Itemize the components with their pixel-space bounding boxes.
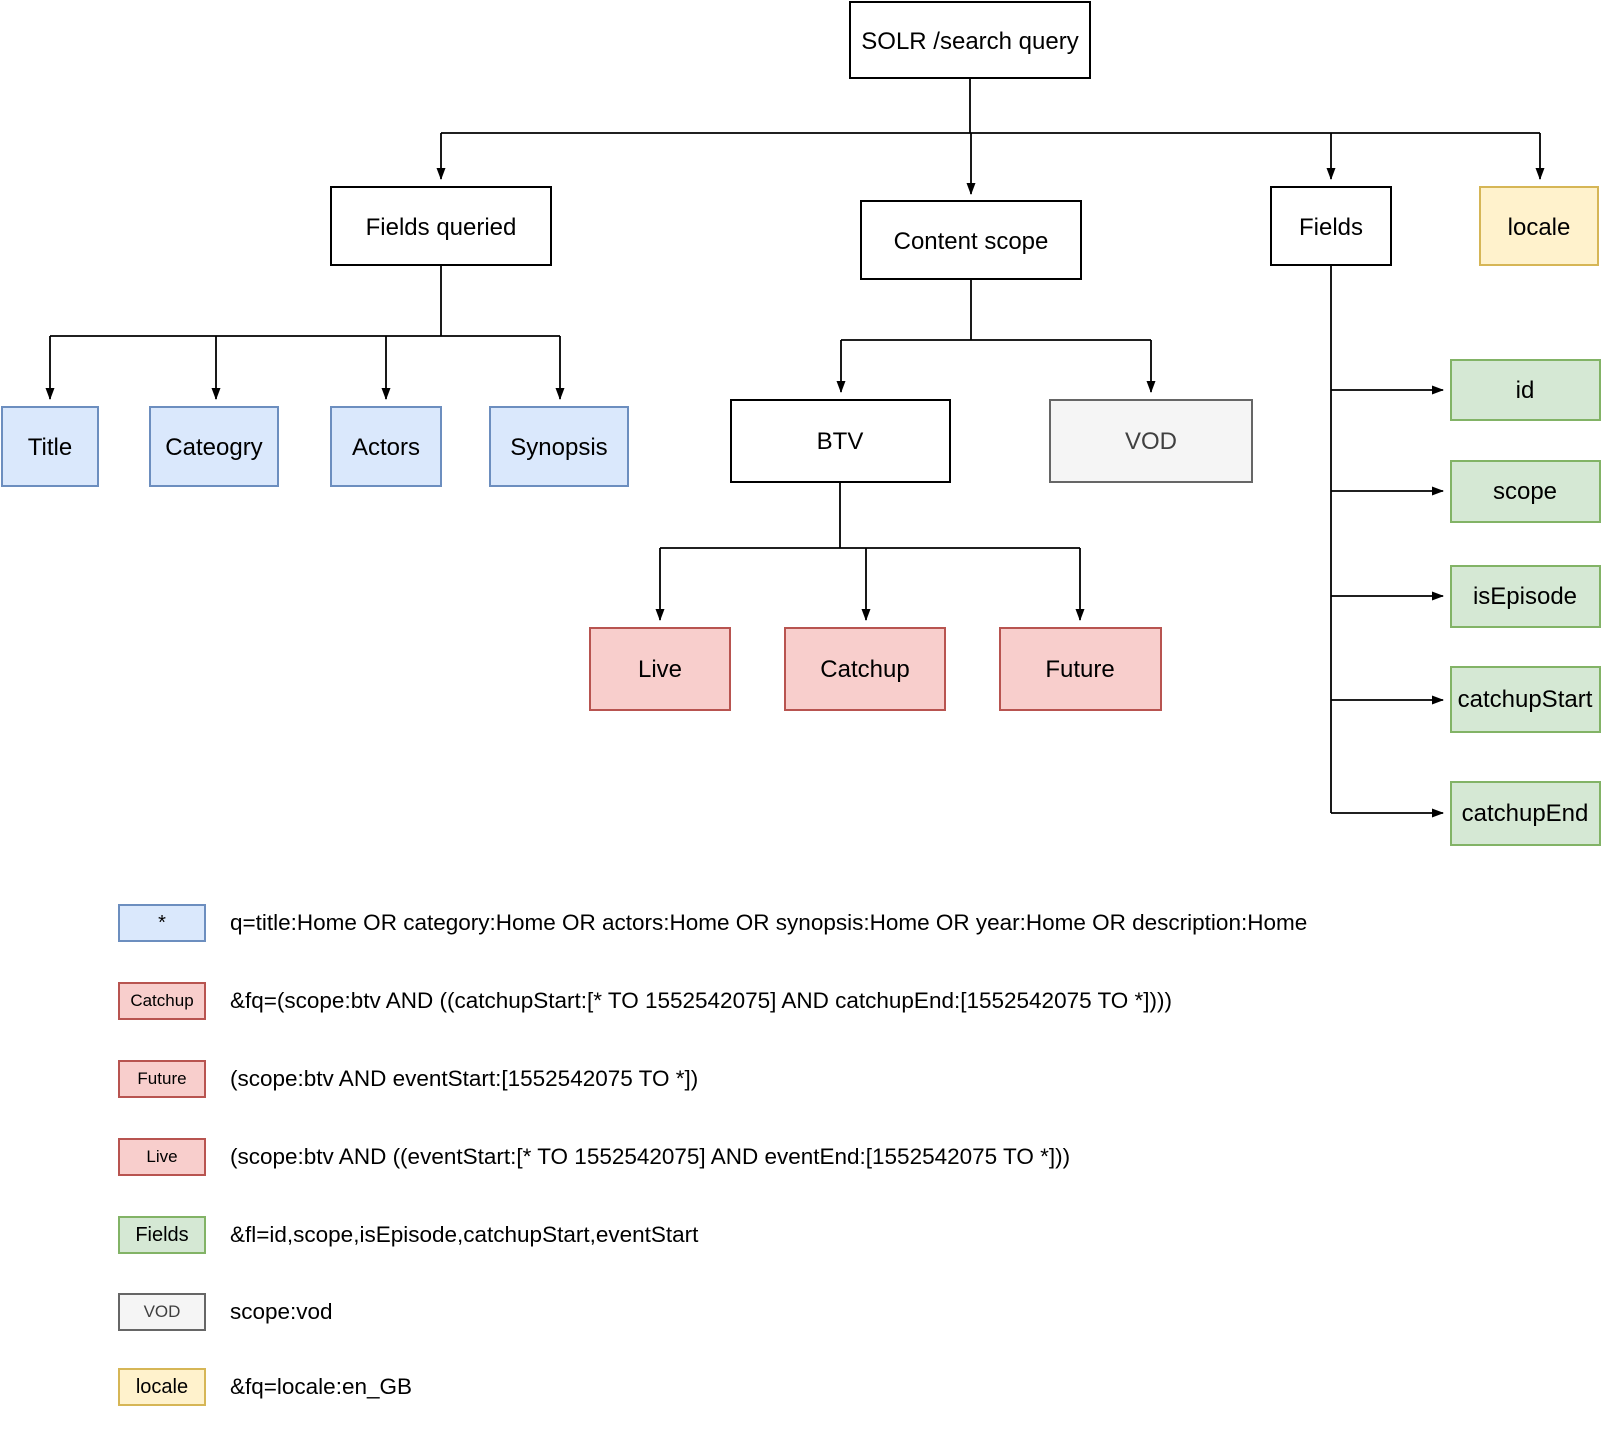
- legend-text-wildcard: q=title:Home OR category:Home OR actors:…: [230, 910, 1308, 935]
- legend-swatch-fields: Fields: [118, 1216, 206, 1254]
- legend-text-live: (scope:btv AND ((eventStart:[* TO 155254…: [230, 1144, 1071, 1169]
- node-root: SOLR /search query: [849, 1, 1091, 79]
- node-actors-label: Actors: [352, 434, 420, 461]
- legend-text-catchup: &fq=(scope:btv AND ((catchupStart:[* TO …: [230, 988, 1173, 1013]
- legend-text-future: (scope:btv AND eventStart:[1552542075 TO…: [230, 1066, 699, 1091]
- node-title-label: Title: [28, 434, 72, 461]
- node-isepisode: isEpisode: [1450, 565, 1601, 628]
- legend-row-locale: locale &fq=locale:en_GB: [118, 1367, 412, 1407]
- node-synopsis-label: Synopsis: [510, 434, 607, 461]
- node-fields-queried-label: Fields queried: [366, 214, 517, 241]
- legend-text-vod: scope:vod: [230, 1299, 333, 1324]
- node-vod: VOD: [1049, 399, 1253, 483]
- legend-swatch-future: Future: [118, 1060, 206, 1098]
- node-btv: BTV: [730, 399, 951, 483]
- node-catchupstart-label: catchupStart: [1458, 686, 1593, 713]
- legend-text-fields: &fl=id,scope,isEpisode,catchupStart,even…: [230, 1222, 699, 1247]
- node-catchupend-label: catchupEnd: [1462, 800, 1589, 827]
- legend-swatch-vod: VOD: [118, 1293, 206, 1331]
- node-scope: scope: [1450, 460, 1601, 523]
- legend-swatch-locale: locale: [118, 1368, 206, 1406]
- legend-row-live: Live (scope:btv AND ((eventStart:[* TO 1…: [118, 1137, 1070, 1177]
- node-catchup: Catchup: [784, 627, 946, 711]
- node-scope-label: scope: [1493, 478, 1557, 505]
- legend-row-future: Future (scope:btv AND eventStart:[155254…: [118, 1059, 698, 1099]
- legend-row-wildcard: * q=title:Home OR category:Home OR actor…: [118, 903, 1307, 943]
- node-root-label: SOLR /search query: [861, 28, 1078, 55]
- node-fields-label: Fields: [1299, 214, 1363, 241]
- legend-swatch-wildcard: *: [118, 904, 206, 942]
- node-vod-label: VOD: [1125, 428, 1177, 455]
- node-locale: locale: [1479, 186, 1599, 266]
- node-content-scope: Content scope: [860, 200, 1082, 280]
- node-locale-label: locale: [1508, 214, 1571, 241]
- legend-row-fields: Fields &fl=id,scope,isEpisode,catchupSta…: [118, 1215, 698, 1255]
- node-catchup-label: Catchup: [820, 656, 909, 683]
- node-id-label: id: [1516, 377, 1535, 404]
- node-future: Future: [999, 627, 1162, 711]
- node-catchupstart: catchupStart: [1450, 666, 1601, 733]
- node-catchupend: catchupEnd: [1450, 781, 1601, 846]
- node-fields: Fields: [1270, 186, 1392, 266]
- legend-text-locale: &fq=locale:en_GB: [230, 1374, 412, 1399]
- node-live-label: Live: [638, 656, 682, 683]
- node-cateogry-label: Cateogry: [165, 434, 262, 461]
- node-future-label: Future: [1045, 656, 1114, 683]
- node-title: Title: [1, 406, 99, 487]
- node-btv-label: BTV: [817, 428, 864, 455]
- node-content-scope-label: Content scope: [894, 228, 1049, 255]
- tree-diagram: SOLR /search query Fields queried Conten…: [1, 1, 1601, 846]
- node-live: Live: [589, 627, 731, 711]
- legend-swatch-catchup: Catchup: [118, 982, 206, 1020]
- node-actors: Actors: [330, 406, 442, 487]
- legend-swatch-live: Live: [118, 1138, 206, 1176]
- node-id: id: [1450, 359, 1601, 421]
- connector-lines: [45, 78, 1545, 818]
- legend-row-catchup: Catchup &fq=(scope:btv AND ((catchupStar…: [118, 981, 1172, 1021]
- node-isepisode-label: isEpisode: [1473, 583, 1577, 610]
- legend-row-vod: VOD scope:vod: [118, 1292, 333, 1332]
- node-cateogry: Cateogry: [149, 406, 279, 487]
- node-fields-queried: Fields queried: [330, 186, 552, 266]
- node-synopsis: Synopsis: [489, 406, 629, 487]
